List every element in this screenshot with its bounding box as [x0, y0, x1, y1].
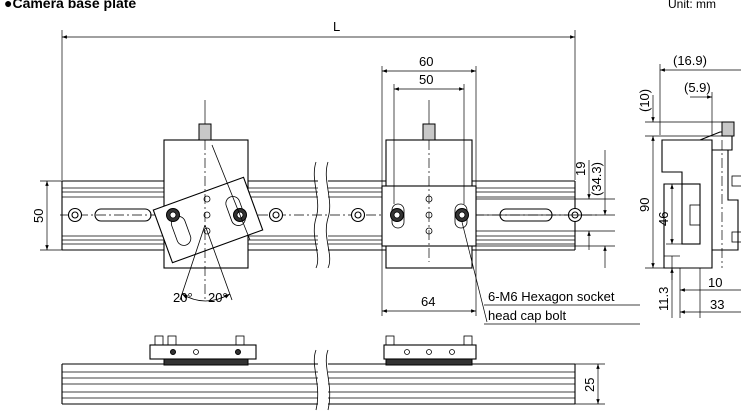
dim-label-10-vertical: (10)	[637, 89, 652, 112]
dim-label-19: 19	[573, 162, 588, 176]
bottom-carriage-left	[149, 335, 257, 366]
camera-mount-left	[152, 100, 264, 302]
dim-label-33: 33	[710, 297, 724, 312]
callout-line-1: 6-M6 Hexagon socket	[488, 289, 615, 304]
side-view: (16.9) (5.9) (10) 90 46 11.3 10 33	[637, 53, 741, 318]
dim-label-90: 90	[637, 198, 652, 212]
dim-label-L: L	[333, 19, 340, 34]
callout-line-2: head cap bolt	[488, 308, 566, 323]
bottom-carriage-right	[383, 335, 477, 366]
rail-hole	[350, 207, 366, 223]
angle-label-left: 20°	[173, 290, 193, 305]
dim-label-64: 64	[421, 294, 435, 309]
break-line-left	[313, 161, 319, 269]
break-line-right	[325, 161, 331, 269]
dim-label-16-9: (16.9)	[673, 53, 707, 68]
dim-label-34-3: (34.3)	[589, 162, 604, 196]
dim-label-25: 25	[582, 378, 597, 392]
drawing-title: ●Camera base plate	[4, 0, 136, 11]
dim-label-50-top: 50	[419, 72, 433, 87]
unit-label: Unit: mm	[668, 0, 716, 11]
dim-label-10: 10	[708, 275, 722, 290]
camera-mount-right	[381, 100, 477, 269]
callout-leader	[461, 221, 488, 323]
dim-label-11-3: 11.3	[656, 287, 671, 311]
dim-label-5-9: (5.9)	[684, 80, 711, 95]
dim-label-50-left: 50	[31, 209, 46, 223]
dim-label-60: 60	[419, 54, 433, 69]
bottom-view: 25	[61, 335, 605, 411]
front-view: L 60 50 50 19 (34.3) 64 20° 20°	[31, 19, 640, 325]
rail-hole	[67, 207, 83, 223]
rail-hole	[268, 207, 284, 223]
dim-label-46: 46	[656, 212, 671, 226]
angle-label-right: 20°	[208, 290, 228, 305]
